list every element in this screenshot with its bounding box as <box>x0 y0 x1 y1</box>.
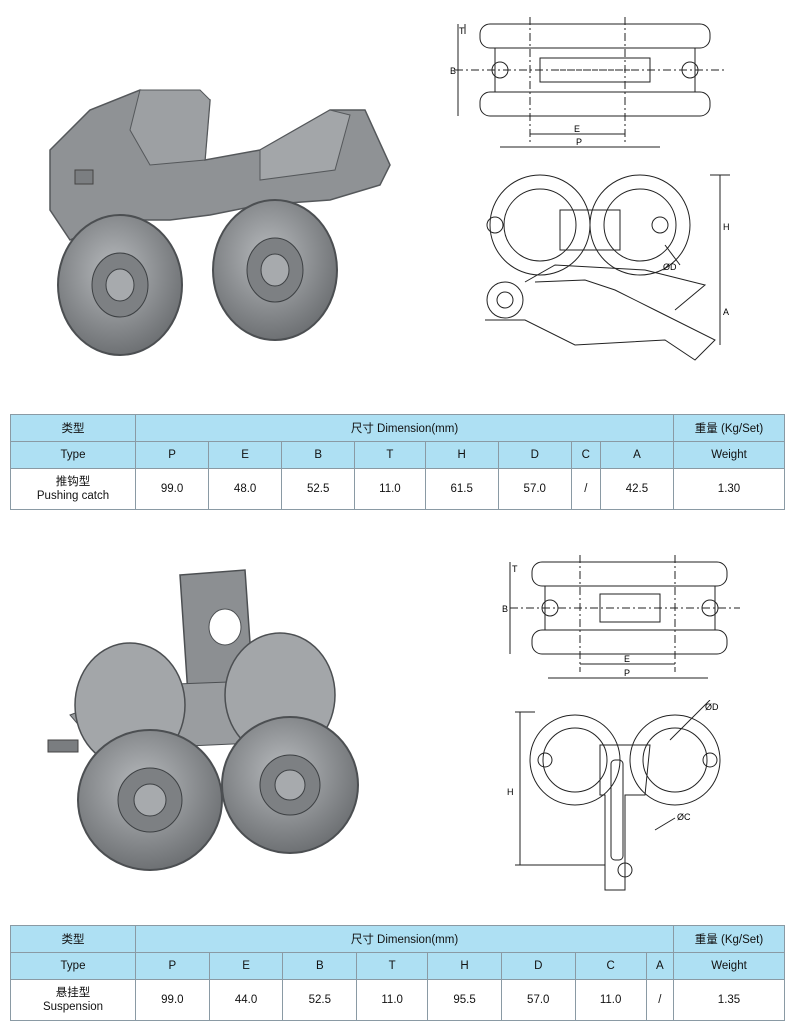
value-cell: 57.0 <box>500 979 576 1021</box>
value-cell: 99.0 <box>134 468 210 510</box>
product-name-en: Pushing catch <box>36 490 110 502</box>
drawing-label-d: ØD <box>705 702 719 712</box>
header-type-en: Type <box>10 952 136 980</box>
drawing-label-e: E <box>624 654 630 664</box>
value-cell: / <box>570 468 601 510</box>
value-cell: 44.0 <box>208 979 284 1021</box>
pushing-catch-spec-table: 类型 尺寸 Dimension(mm) 重量 (Kg/Set) Type P E… <box>10 414 785 510</box>
header-col: D <box>500 952 576 980</box>
drawing-label-b: B <box>450 66 456 76</box>
header-col: P <box>134 441 210 469</box>
suspension-spec-table: 类型 尺寸 Dimension(mm) 重量 (Kg/Set) Type P E… <box>10 925 785 1021</box>
header-col: E <box>208 952 284 980</box>
product-name: 推钩型 Pushing catch <box>10 468 136 510</box>
value-cell: / <box>645 979 675 1021</box>
suspension-top-view-drawing: B T E P <box>502 555 740 679</box>
suspension-side-view-drawing: H ØC ØD <box>507 700 721 891</box>
value-cell: 52.5 <box>282 979 358 1021</box>
value-cell: 11.0 <box>356 979 429 1021</box>
header-type-en: Type <box>10 441 136 469</box>
pushing-catch-top-view-drawing: B T E P <box>450 17 725 148</box>
weight-cell: 1.35 <box>673 979 785 1021</box>
drawing-label-e: E <box>574 124 580 134</box>
value-cell: 57.0 <box>497 468 572 510</box>
header-col: C <box>574 952 647 980</box>
product-name: 悬挂型 Suspension <box>10 979 136 1021</box>
header-col: E <box>208 441 283 469</box>
header-weight-cn: 重量 (Kg/Set) <box>673 925 785 953</box>
value-cell: 11.0 <box>354 468 426 510</box>
header-col: A <box>599 441 675 469</box>
value-cell: 42.5 <box>599 468 675 510</box>
header-weight-en: Weight <box>673 952 785 980</box>
header-dimension: 尺寸 Dimension(mm) <box>135 414 674 442</box>
value-cell: 61.5 <box>424 468 499 510</box>
header-col: D <box>497 441 572 469</box>
header-col: H <box>427 952 502 980</box>
drawing-label-h: H <box>507 787 514 797</box>
header-type-cn: 类型 <box>10 414 136 442</box>
drawing-label-t: T <box>512 564 518 574</box>
product-name-cn: 推钩型 <box>55 476 91 488</box>
value-cell: 11.0 <box>574 979 647 1021</box>
value-cell: 48.0 <box>208 468 283 510</box>
header-dimension: 尺寸 Dimension(mm) <box>135 925 674 953</box>
weight-cell: 1.30 <box>673 468 785 510</box>
drawing-label-t: T <box>459 26 465 36</box>
header-col: B <box>281 441 356 469</box>
header-col: P <box>135 952 210 980</box>
header-weight-en: Weight <box>673 441 785 469</box>
drawing-label-p: P <box>576 137 582 147</box>
header-weight-cn: 重量 (Kg/Set) <box>673 414 785 442</box>
value-cell: 99.0 <box>135 979 210 1021</box>
header-col: A <box>645 952 675 980</box>
header-col: H <box>424 441 499 469</box>
drawing-label-p: P <box>624 668 630 678</box>
pushing-catch-side-view-drawing: H A ØD <box>485 174 730 361</box>
suspension-photo <box>47 569 359 871</box>
drawing-label-c: ØC <box>677 812 691 822</box>
pushing-catch-photo <box>49 89 391 356</box>
drawing-label-b: B <box>502 604 508 614</box>
product-name-cn: 悬挂型 <box>55 987 91 999</box>
header-col: T <box>354 441 426 469</box>
drawing-label-h: H <box>723 222 730 232</box>
table-row: 推钩型 Pushing catch 99.0 48.0 52.5 11.0 61… <box>10 468 785 510</box>
header-type-cn: 类型 <box>10 925 136 953</box>
drawing-label-d: ØD <box>663 262 677 272</box>
header-col: C <box>570 441 601 469</box>
product-name-en: Suspension <box>42 1001 104 1013</box>
value-cell: 95.5 <box>427 979 502 1021</box>
header-col: B <box>282 952 358 980</box>
value-cell: 52.5 <box>281 468 356 510</box>
table-row: 悬挂型 Suspension 99.0 44.0 52.5 11.0 95.5 … <box>10 979 785 1021</box>
drawing-label-a: A <box>723 307 729 317</box>
header-col: T <box>356 952 429 980</box>
